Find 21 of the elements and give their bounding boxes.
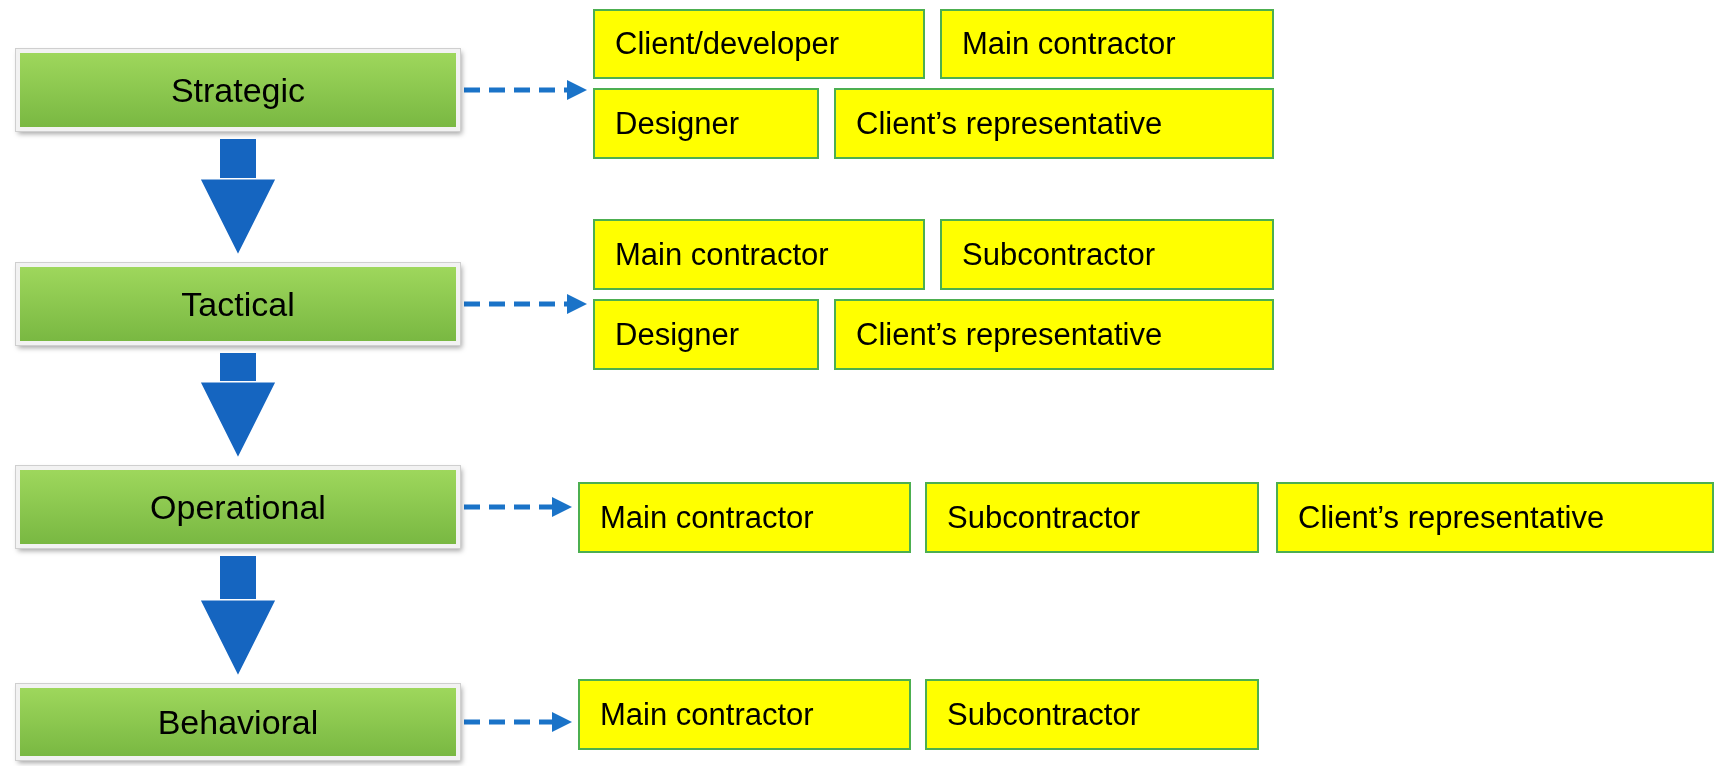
dashed-arrow <box>464 294 587 314</box>
level-box: Tactical <box>16 263 460 345</box>
role-box: Main contractor <box>940 9 1274 79</box>
role-box: Designer <box>593 88 819 159</box>
dashed-arrow <box>464 712 572 732</box>
dashed-arrow <box>464 497 572 517</box>
role-box: Designer <box>593 299 819 370</box>
role-box: Main contractor <box>578 482 911 553</box>
role-box: Subcontractor <box>925 679 1259 750</box>
role-box: Subcontractor <box>940 219 1274 290</box>
role-box: Client’s representative <box>1276 482 1714 553</box>
dashed-arrow <box>464 80 587 100</box>
role-box: Client/developer <box>593 9 925 79</box>
role-box: Main contractor <box>578 679 911 750</box>
level-box: Strategic <box>16 49 460 131</box>
level-box: Behavioral <box>16 684 460 760</box>
role-box: Client’s representative <box>834 299 1274 370</box>
role-box: Main contractor <box>593 219 925 290</box>
role-box: Subcontractor <box>925 482 1259 553</box>
role-box: Client’s representative <box>834 88 1274 159</box>
level-box: Operational <box>16 466 460 548</box>
